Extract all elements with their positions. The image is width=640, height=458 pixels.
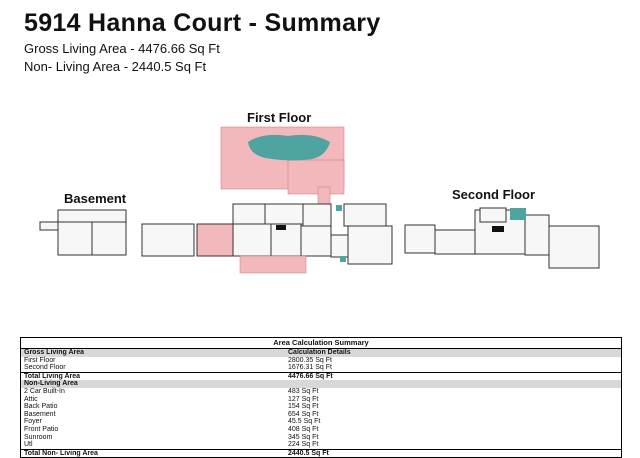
table-row: Gross Living Area Calculation Details: [20, 348, 622, 357]
total-non-living-label: Total Non- Living Area: [20, 448, 285, 458]
summary-title: Area Calculation Summary: [20, 337, 622, 348]
row-value: 1676.31 Sq Ft: [288, 364, 332, 372]
area-summary: Area Calculation Summary Gross Living Ar…: [20, 337, 622, 458]
row-label: First Floor: [24, 356, 56, 364]
second-floor-plan: [404, 207, 600, 269]
table-row: Second Floor 1676.31 Sq Ft: [21, 364, 622, 372]
row-value: 224 Sq Ft: [288, 441, 319, 449]
row-value: 345 Sq Ft: [288, 433, 319, 441]
front-patio-area: [239, 255, 307, 274]
row-label: Front Patio: [24, 425, 59, 433]
second-floor-label: Second Floor: [452, 187, 536, 202]
gross-living-line: Gross Living Area - 4476.66 Sq Ft: [24, 41, 220, 56]
header: 5914 Hanna Court - Summary Gross Living …: [24, 6, 381, 76]
table-row: Attic 127 Sq Ft: [21, 396, 622, 404]
first-floor-label: First Floor: [247, 110, 312, 125]
table-row: Front Patio 408 Sq Ft: [21, 426, 622, 434]
basement-label: Basement: [64, 191, 127, 206]
floor-plans-drawing: [39, 126, 600, 274]
table-row: Total Living Area 4476.66 Sq Ft: [20, 371, 622, 381]
row-value: 45.5 Sq Ft: [288, 418, 321, 426]
non-living-line: Non- Living Area - 2440.5 Sq Ft: [24, 59, 207, 74]
row-label: Sunroom: [24, 433, 53, 441]
table-row: Foyer 45.5 Sq Ft: [21, 418, 622, 426]
table-row: 2 Car Built-In 483 Sq Ft: [21, 388, 622, 396]
table-row: Total Non- Living Area 2440.5 Sq Ft: [20, 448, 622, 458]
row-value: 408 Sq Ft: [288, 425, 319, 433]
total-non-living-value: 2440.5 Sq Ft: [285, 448, 622, 458]
gross-header: Gross Living Area: [20, 348, 285, 357]
table-row: Basement 654 Sq Ft: [21, 411, 622, 419]
row-label: 2 Car Built-In: [24, 387, 65, 395]
row-label: Attic: [24, 395, 38, 403]
row-value: 127 Sq Ft: [288, 395, 319, 403]
first-floor-plan: [141, 126, 393, 274]
row-value: 2800.35 Sq Ft: [288, 356, 332, 364]
table-row: Utl 224 Sq Ft: [21, 441, 622, 449]
row-label: Utl: [24, 441, 33, 449]
row-label: Back Patio: [24, 403, 58, 411]
row-label: Second Floor: [24, 364, 66, 372]
row-label: Basement: [24, 410, 56, 418]
pool-shape: [248, 134, 330, 161]
row-label: Foyer: [24, 418, 42, 426]
calc-header: Calculation Details: [285, 348, 622, 357]
basement-plan: [39, 209, 127, 256]
table-row: First Floor 2800.35 Sq Ft: [21, 357, 622, 365]
row-value: 654 Sq Ft: [288, 410, 319, 418]
row-value: 154 Sq Ft: [288, 403, 319, 411]
area-table: Gross Living Area Calculation Details Fi…: [20, 348, 622, 458]
row-value: 483 Sq Ft: [288, 387, 319, 395]
total-living-value: 4476.66 Sq Ft: [285, 371, 622, 381]
table-row: Sunroom 345 Sq Ft: [21, 434, 622, 442]
non-living-header: Non-Living Area: [20, 380, 285, 388]
total-living-label: Total Living Area: [20, 371, 285, 381]
table-row: Back Patio 154 Sq Ft: [21, 403, 622, 411]
table-row: Non-Living Area: [20, 380, 622, 388]
sunroom-area: [196, 223, 234, 257]
page-title: 5914 Hanna Court - Summary: [24, 9, 381, 37]
